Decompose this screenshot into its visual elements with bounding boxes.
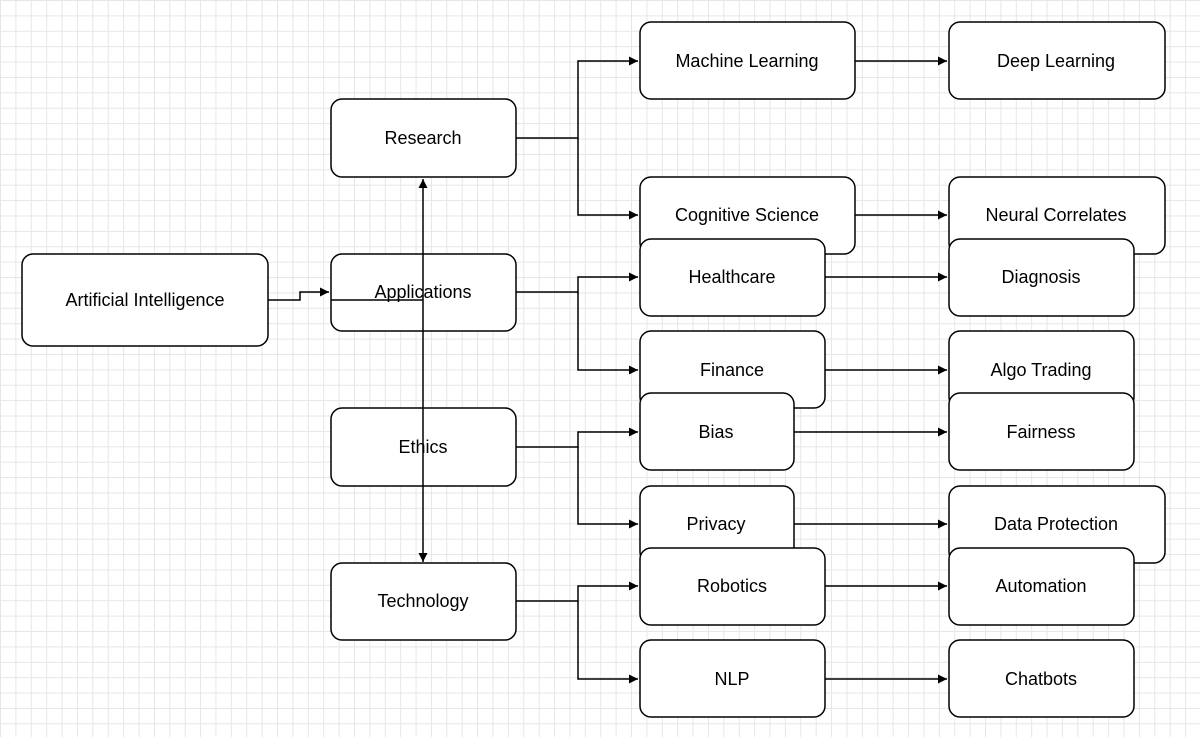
node-label: Privacy [686, 514, 745, 534]
node-label: Healthcare [688, 267, 775, 287]
edge-technology-robotics [516, 581, 638, 602]
node-label: Fairness [1006, 422, 1075, 442]
edge-research-machine-learning [516, 56, 638, 139]
node-label: Technology [377, 591, 468, 611]
node-artificial-intelligence[interactable]: Artificial Intelligence [21, 253, 269, 347]
node-label: Artificial Intelligence [65, 290, 224, 310]
node-algo-trading[interactable]: Algo Trading [948, 330, 1135, 409]
node-privacy[interactable]: Privacy [639, 485, 795, 564]
node-label: Diagnosis [1001, 267, 1080, 287]
edge-ethics-privacy [577, 447, 638, 529]
node-technology[interactable]: Technology [330, 562, 517, 641]
node-research[interactable]: Research [330, 98, 517, 178]
node-label: Data Protection [994, 514, 1118, 534]
edge-ethics-bias [516, 427, 638, 448]
node-label: Machine Learning [675, 51, 818, 71]
node-chatbots[interactable]: Chatbots [948, 639, 1135, 718]
edge-ai-applications [268, 287, 329, 301]
node-machine-learning[interactable]: Machine Learning [639, 21, 856, 100]
node-label: Chatbots [1005, 669, 1077, 689]
node-label: Bias [698, 422, 733, 442]
node-data-protection[interactable]: Data Protection [948, 485, 1166, 564]
node-robotics[interactable]: Robotics [639, 547, 826, 626]
edges [268, 56, 947, 684]
node-label: Research [384, 128, 461, 148]
node-label: Algo Trading [990, 360, 1091, 380]
node-label: Deep Learning [997, 51, 1115, 71]
node-cognitive-science[interactable]: Cognitive Science [639, 176, 856, 255]
node-label: Cognitive Science [675, 205, 819, 225]
node-label: NLP [714, 669, 749, 689]
node-diagnosis[interactable]: Diagnosis [948, 238, 1135, 317]
node-healthcare[interactable]: Healthcare [639, 238, 826, 317]
node-bias[interactable]: Bias [639, 392, 795, 471]
overlay-edges [331, 254, 424, 486]
edge-applications-healthcare [516, 272, 638, 293]
node-automation[interactable]: Automation [948, 547, 1135, 626]
node-nlp[interactable]: NLP [639, 639, 826, 718]
node-fairness[interactable]: Fairness [948, 392, 1135, 471]
edge-applications-finance [577, 292, 638, 375]
edge-technology-nlp [577, 601, 638, 684]
node-neural-correlates[interactable]: Neural Correlates [948, 176, 1166, 255]
node-label: Automation [995, 576, 1086, 596]
node-label: Neural Correlates [985, 205, 1126, 225]
edge-research-cognitive-science [577, 138, 638, 220]
node-label: Robotics [697, 576, 767, 596]
node-label: Finance [700, 360, 764, 380]
node-deep-learning[interactable]: Deep Learning [948, 21, 1166, 100]
